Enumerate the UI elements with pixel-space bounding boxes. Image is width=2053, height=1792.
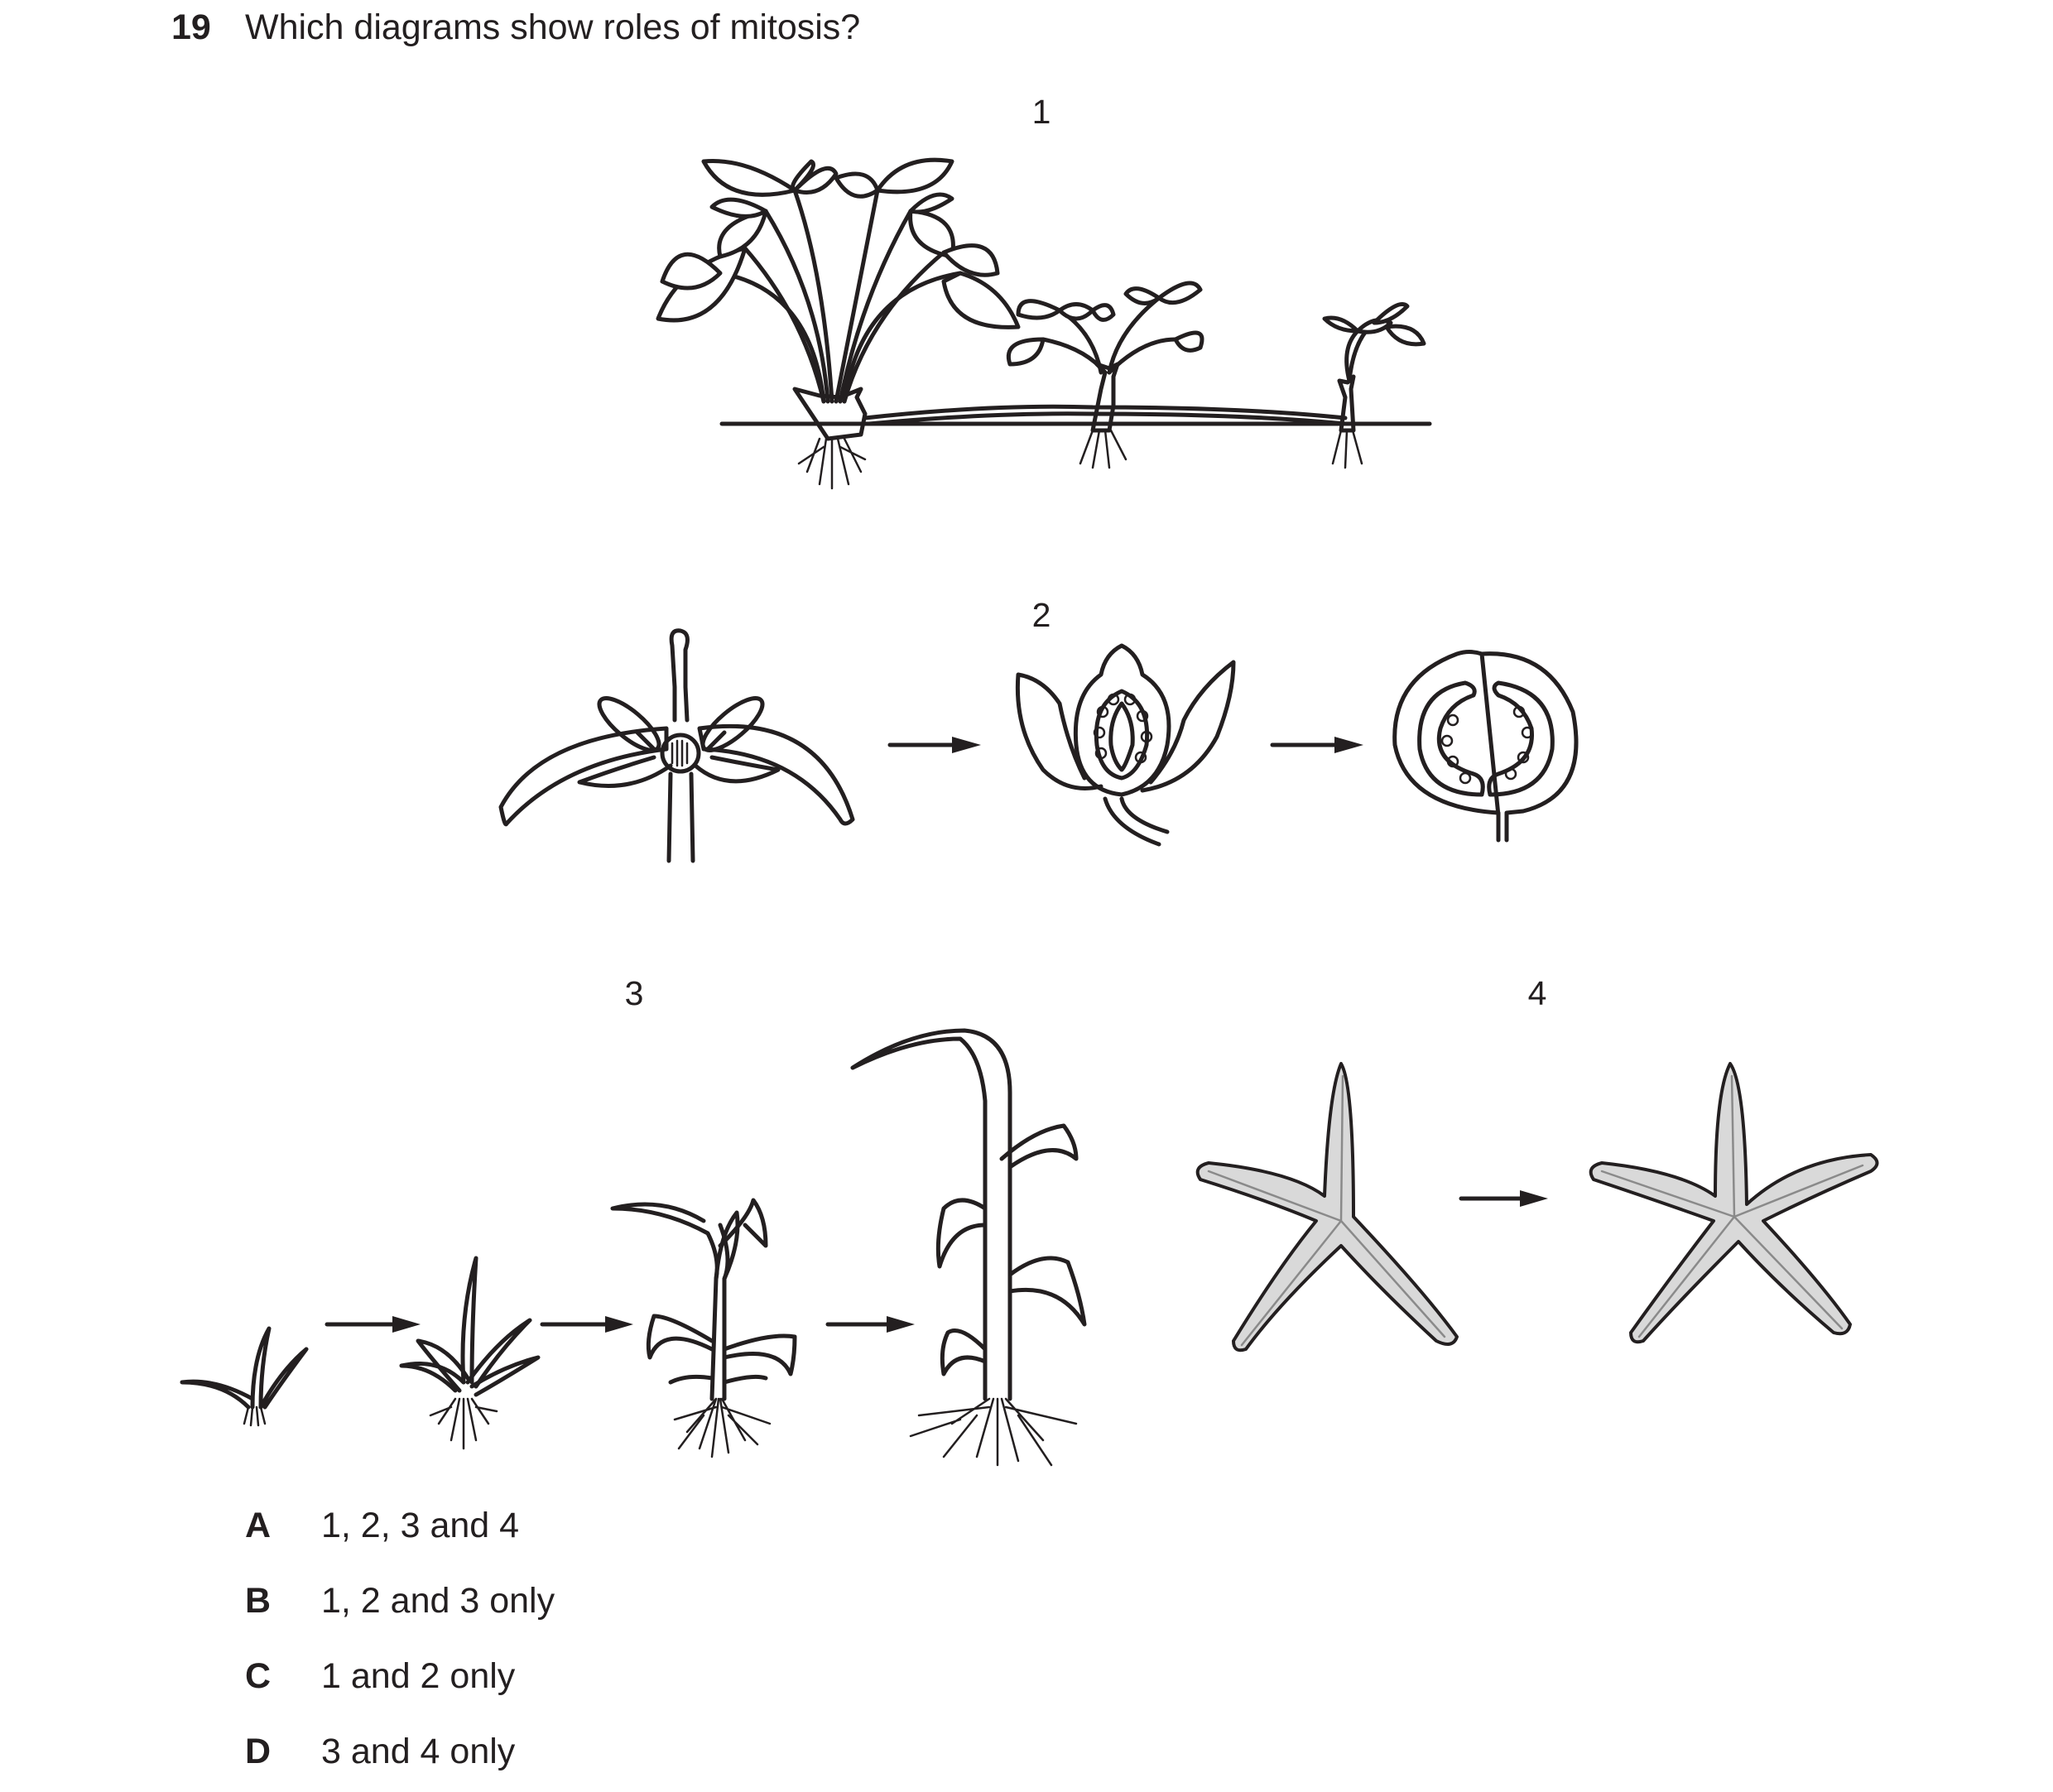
sepal-left — [1015, 672, 1103, 790]
seedling-stage-1 — [180, 1326, 309, 1427]
option-d-letter[interactable]: D — [245, 1732, 272, 1771]
diagram-4-starfish-regeneration — [1195, 1062, 1879, 1352]
option-b-text[interactable]: 1, 2 and 3 only — [321, 1581, 555, 1621]
option-c-letter[interactable]: C — [245, 1656, 272, 1696]
leaf — [660, 252, 723, 291]
flower — [498, 628, 855, 863]
diagram-label-3: 3 — [624, 974, 644, 1012]
option-c-text[interactable]: 1 and 2 only — [321, 1656, 516, 1696]
question-text: Which diagrams show roles of mitosis? — [245, 7, 861, 47]
anther-right — [700, 696, 765, 752]
leaf — [834, 171, 880, 199]
leaf — [875, 157, 954, 195]
arrow-head — [952, 737, 981, 753]
starfish-left — [1195, 1062, 1459, 1352]
option-a-text[interactable]: 1, 2, 3 and 4 — [321, 1506, 520, 1545]
leaf — [941, 243, 1000, 277]
fruit-stalk — [1103, 796, 1170, 847]
mature-fruit — [1392, 650, 1579, 843]
diagram-label-2: 2 — [1031, 596, 1051, 634]
leaf — [717, 209, 768, 259]
developing-fruit — [1015, 643, 1236, 847]
daughter-plant-middle — [1007, 281, 1204, 469]
parent-plant — [656, 157, 1021, 490]
seedling-stage-2 — [399, 1256, 541, 1450]
leaf — [941, 271, 1021, 329]
flower-stalk — [666, 771, 695, 863]
runner-stem — [863, 404, 1348, 420]
arrow-head — [1520, 1190, 1548, 1207]
option-b-letter[interactable]: B — [245, 1581, 272, 1621]
petal-right — [697, 723, 855, 826]
arrow-head — [392, 1316, 421, 1333]
arrow-head — [605, 1316, 633, 1333]
option-a-letter[interactable]: A — [245, 1506, 272, 1545]
leaf — [709, 197, 768, 219]
starfish-right — [1589, 1062, 1879, 1344]
diagram-3-plant-growth — [180, 1028, 1087, 1467]
plant-stage-4 — [850, 1028, 1087, 1467]
arrow-head — [1334, 737, 1363, 753]
plant-stage-3 — [610, 1198, 797, 1458]
anther-left — [597, 696, 661, 752]
petal-left — [498, 726, 669, 827]
diagram-label-4: 4 — [1527, 974, 1547, 1012]
question-number: 19 — [171, 7, 211, 47]
arrow-head — [887, 1316, 915, 1333]
ovary — [660, 733, 701, 774]
style-stigma — [669, 628, 690, 723]
daughter-plant-right — [1322, 302, 1426, 469]
diagram-1-strawberry-runners — [656, 157, 1432, 490]
sepal — [577, 755, 673, 788]
option-d-text[interactable]: 3 and 4 only — [321, 1732, 516, 1771]
leaf — [701, 158, 797, 197]
diagram-label-1: 1 — [1031, 93, 1051, 131]
sepal — [693, 755, 781, 784]
leaf — [908, 192, 954, 214]
runner-stem-lower — [867, 411, 1348, 426]
sepal-right — [1140, 660, 1236, 793]
diagram-2-flower-to-fruit — [498, 628, 1579, 863]
leaf — [792, 166, 839, 195]
